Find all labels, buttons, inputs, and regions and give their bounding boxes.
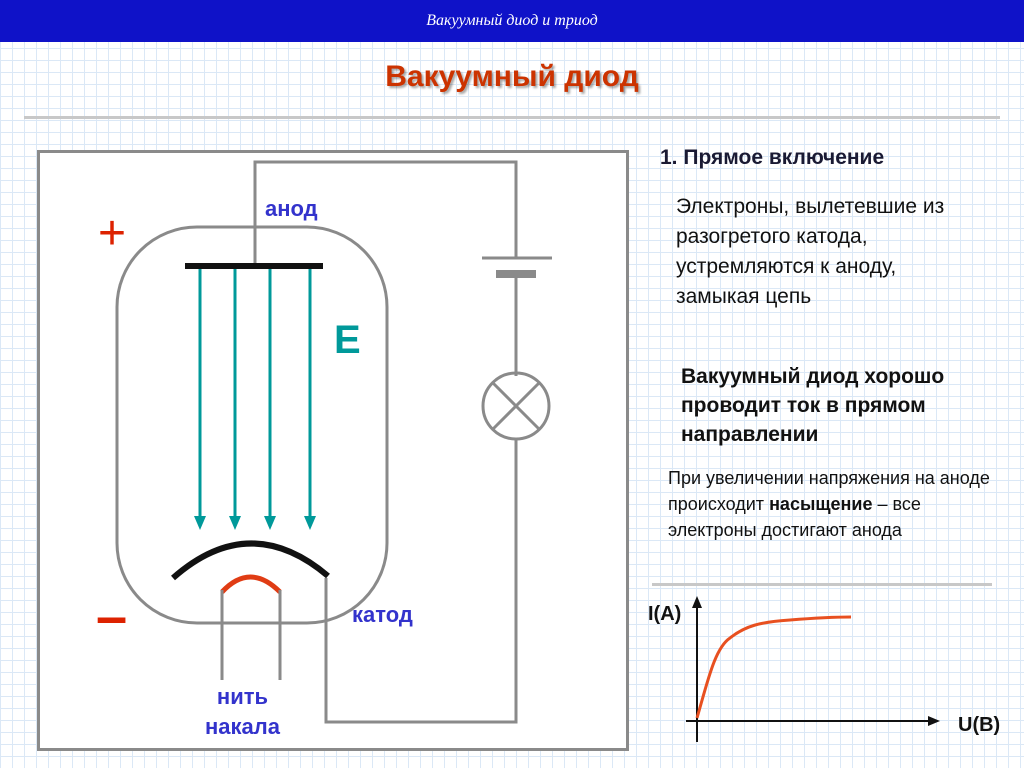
saturation-term: насыщение [769,494,873,514]
anode-wire [253,160,518,266]
iv-curve [695,615,852,719]
field-label: E [334,318,361,362]
cathode-label: катод [352,602,413,627]
iv-graph [686,596,940,742]
graph-y-label: I(A) [648,603,682,625]
description-text: Электроны, вылетевшие из разогретого кат… [676,195,945,308]
cathode-wire [324,439,518,724]
slide-header-title: Вакуумный диод и триод [426,12,598,29]
graph-x-label: U(B) [958,714,1001,736]
graph-x-arrow [928,716,940,726]
conclusion-text: Вакуумный диод хорошо проводит ток в пря… [681,365,945,446]
saturation-text-before: При увеличении напряжения на аноде проис… [668,468,990,514]
plus-sign: + [98,207,127,260]
cathode-arc [171,540,330,581]
filament-label-line2: накала [205,714,280,739]
anode-label: анод [265,196,318,221]
diagram-frame [37,150,629,751]
page-title: Вакуумный диод [385,60,639,93]
title-divider [24,116,1000,119]
saturation-text-after: – все электроны достигают анода [668,494,921,540]
graph-divider [652,583,992,586]
section-heading: 1. Прямое включение [660,146,885,169]
electric-field-arrows [194,269,316,530]
filament-label: нить накала [205,682,280,742]
graph-y-arrow [692,596,702,608]
filament-label-line1: нить [216,684,269,709]
saturation-text: При увеличении напряжения на аноде проис… [668,465,998,543]
slide-header-bar: Вакуумный диод и триод [0,0,1024,42]
vacuum-bulb [115,225,389,625]
battery-negative-plate [496,270,536,278]
anode-plate [185,263,323,269]
minus-sign: – [96,584,128,647]
filament-arc [220,574,282,594]
lamp-symbol [481,371,551,441]
